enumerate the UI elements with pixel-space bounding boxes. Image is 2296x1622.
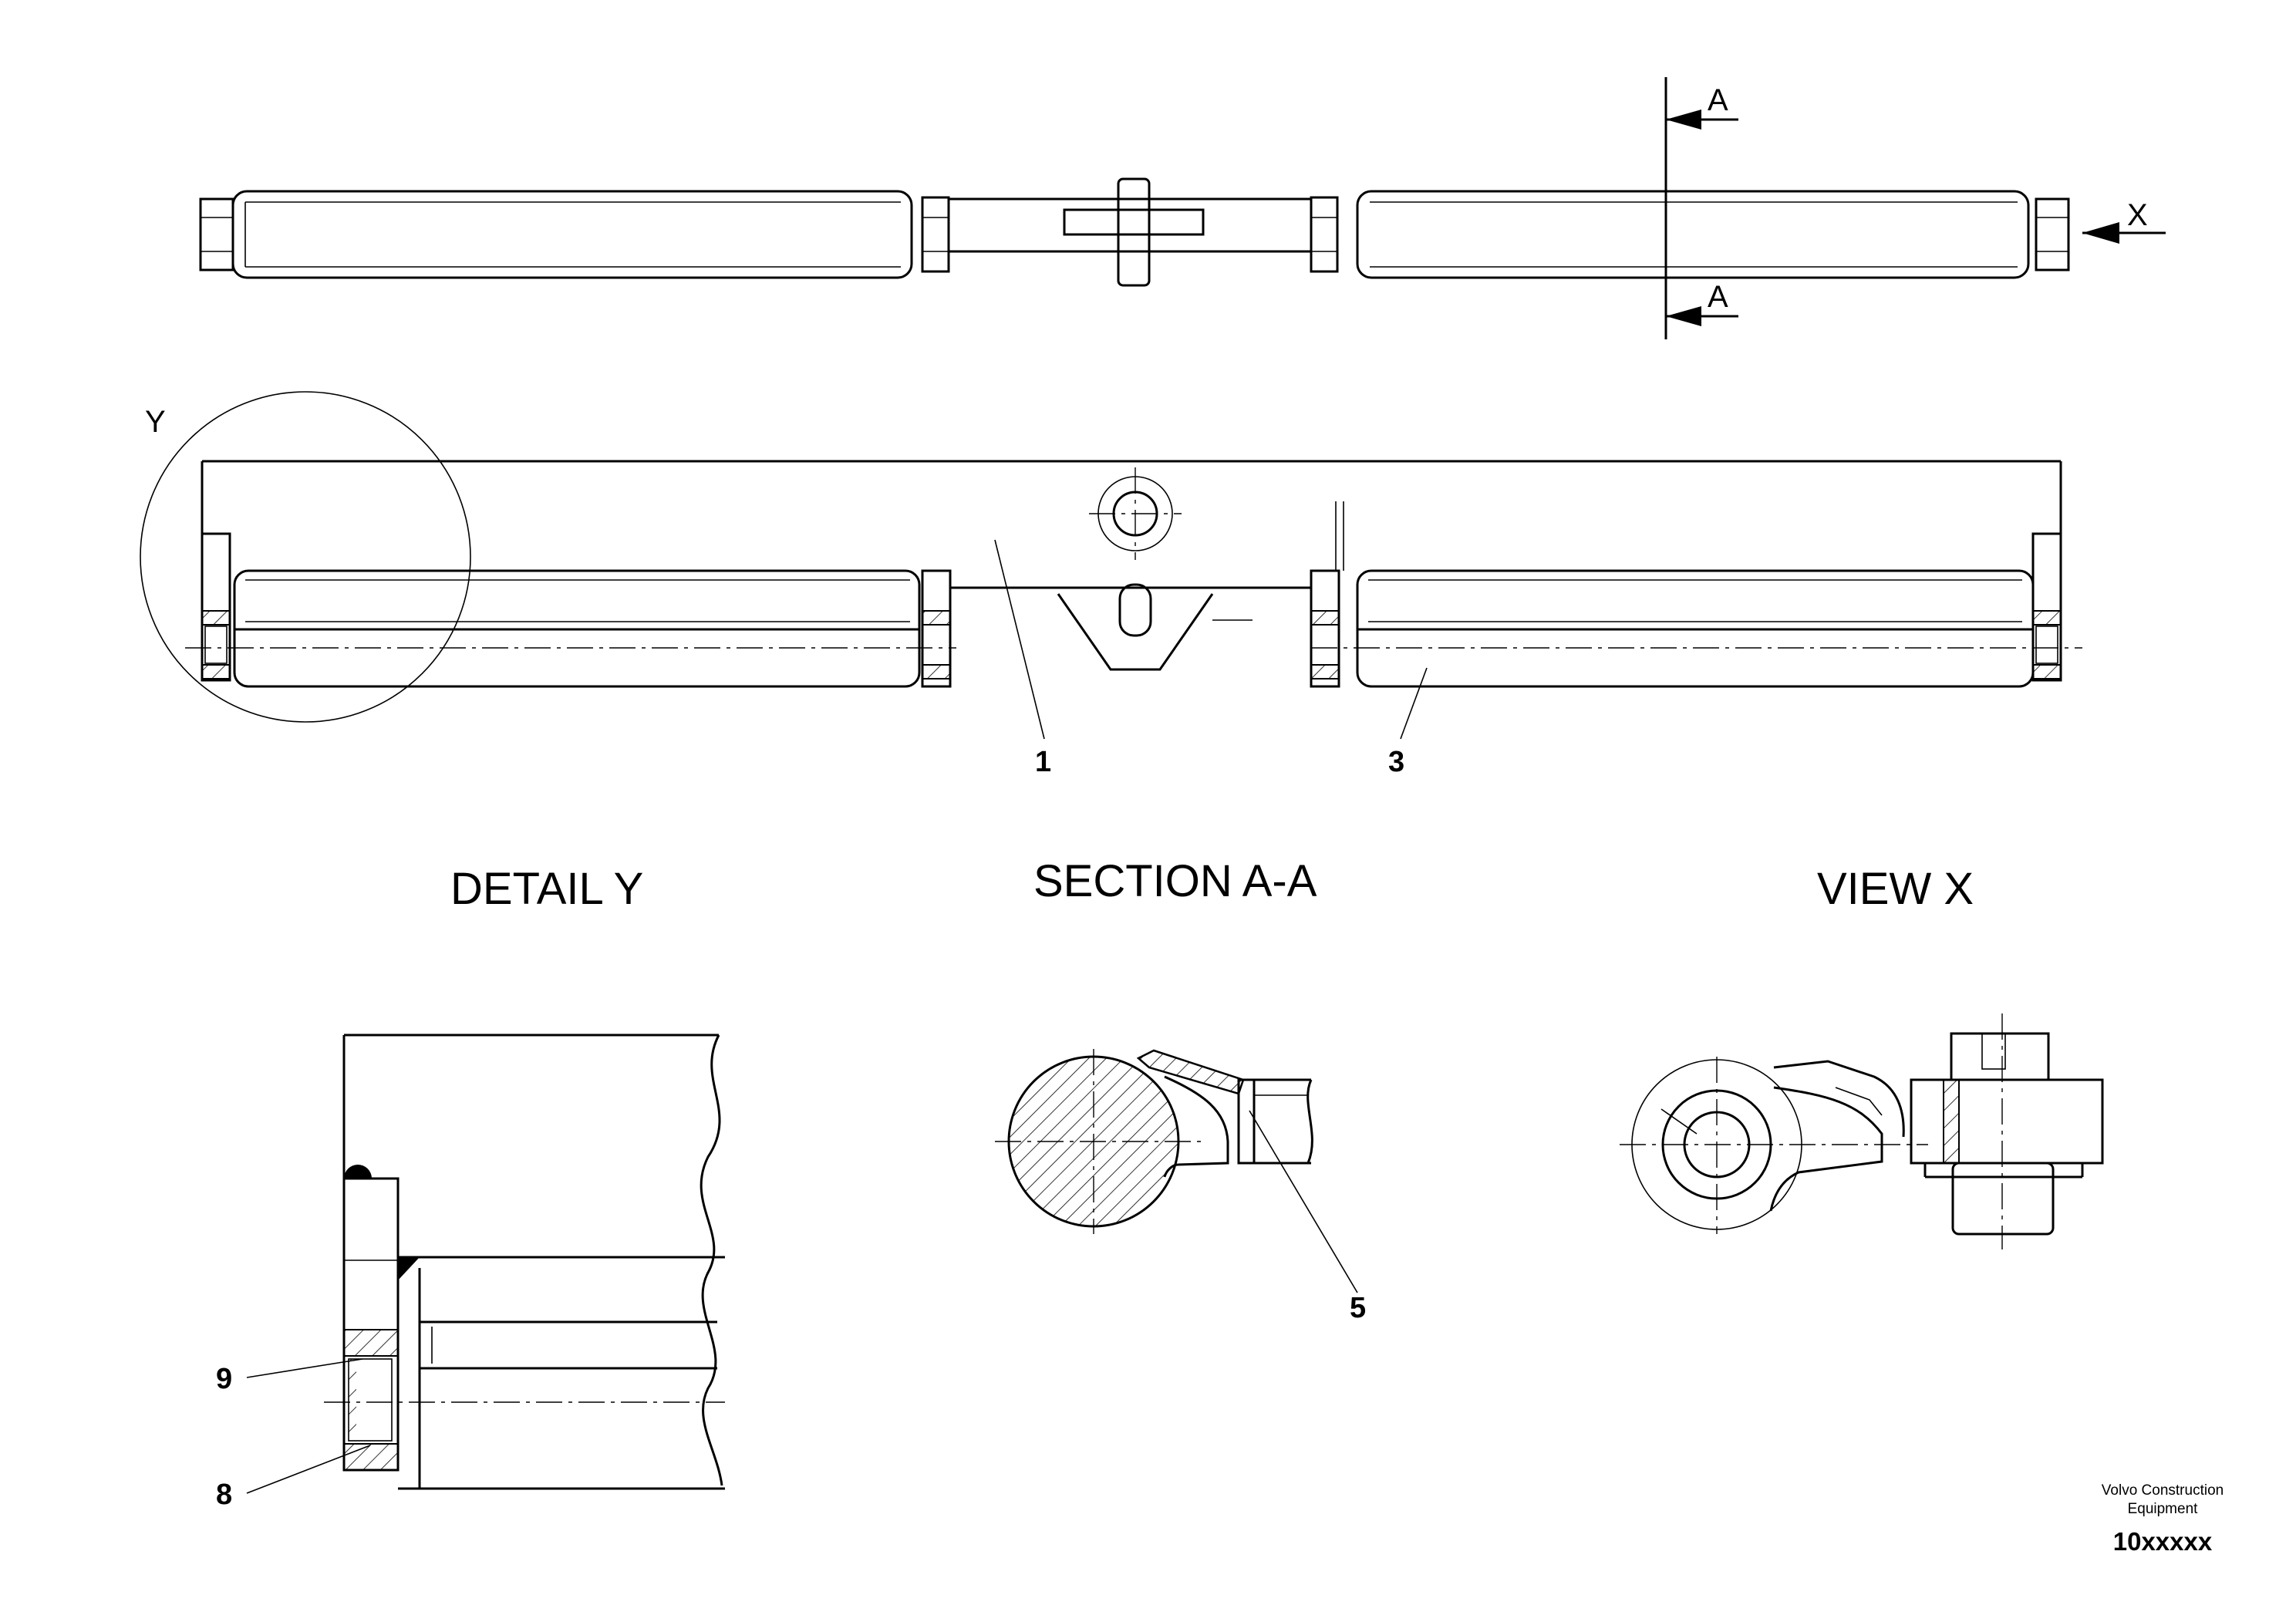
- callout-9: 9: [216, 1363, 232, 1395]
- view-mark-x: X: [2127, 198, 2148, 232]
- view-x-view: [1620, 1013, 2104, 1249]
- title-detail-y: DETAIL Y: [450, 864, 643, 914]
- section-aa-view: [995, 1049, 1358, 1293]
- section-mark-a-bottom: A: [1708, 280, 1728, 314]
- top-view: [199, 77, 2166, 339]
- callout-1: 1: [1035, 746, 1051, 778]
- drawing-number: 10xxxxx: [2113, 1527, 2213, 1556]
- footer-company-line1: Volvo Construction: [2102, 1482, 2224, 1499]
- callout-8: 8: [216, 1479, 232, 1511]
- title-view-x: VIEW X: [1817, 864, 1974, 914]
- callout-5: 5: [1350, 1292, 1366, 1324]
- front-view: [140, 391, 2082, 740]
- callout-3: 3: [1388, 746, 1404, 778]
- detail-y-view: [246, 1034, 725, 1494]
- footer-company-line2: Equipment: [2128, 1501, 2199, 1517]
- title-section-aa: SECTION A-A: [1033, 856, 1317, 906]
- detail-mark-y: Y: [145, 405, 166, 439]
- section-mark-a-top: A: [1708, 83, 1728, 117]
